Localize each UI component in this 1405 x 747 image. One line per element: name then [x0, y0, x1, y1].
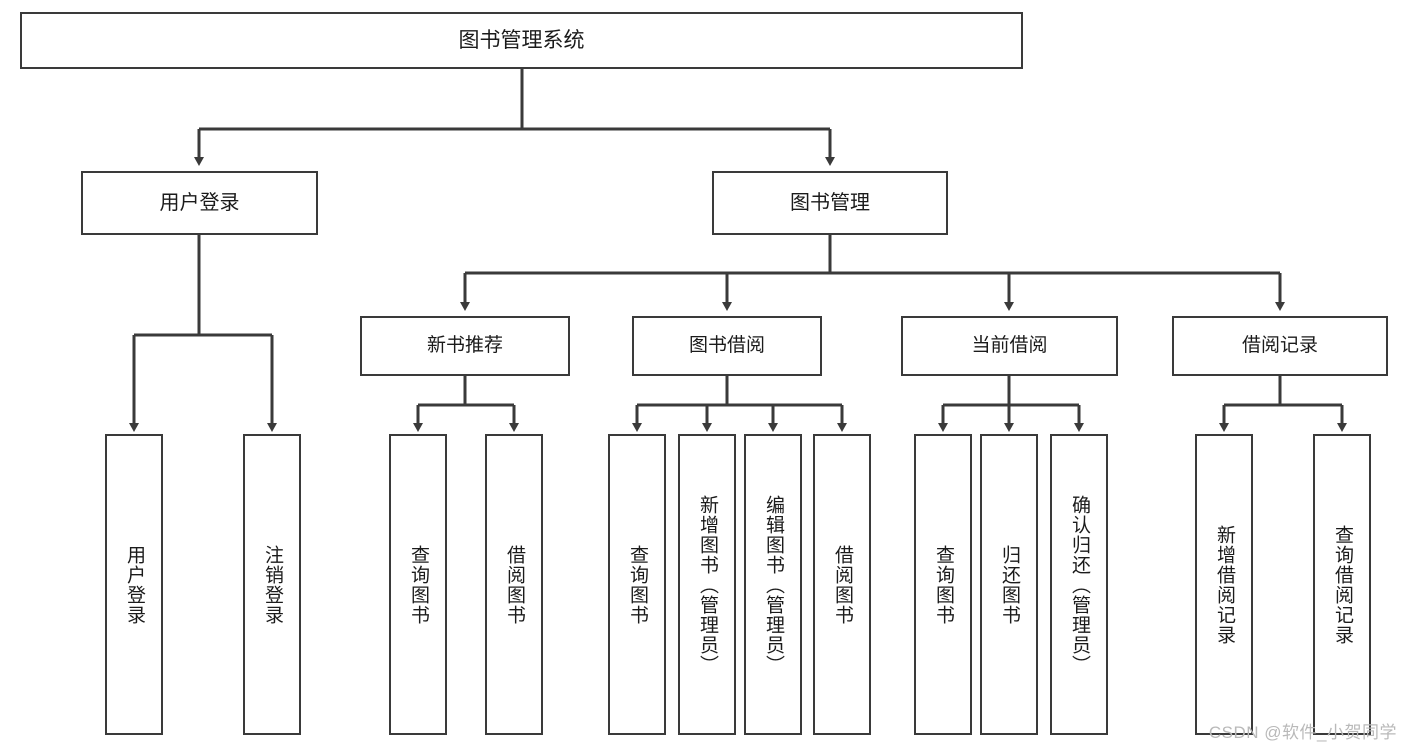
node-current-borrow-label: 当前借阅: [971, 335, 1048, 357]
node-leaf-query-book-1-label: 查询图书: [407, 544, 429, 625]
node-borrow-record-label: 借阅记录: [1241, 335, 1318, 357]
node-leaf-logout[interactable]: 注销登录: [243, 434, 301, 735]
node-leaf-confirm-return[interactable]: 确认归还（管理员）: [1050, 434, 1108, 735]
node-leaf-query-book-2-label: 查询图书: [626, 544, 648, 625]
node-leaf-query-record[interactable]: 查询借阅记录: [1313, 434, 1371, 735]
node-new-book-rec[interactable]: 新书推荐: [360, 316, 570, 376]
node-leaf-user-login-label: 用户登录: [123, 544, 145, 625]
node-book-borrow-label: 图书借阅: [688, 335, 765, 357]
node-leaf-query-book-3[interactable]: 查询图书: [914, 434, 972, 735]
node-leaf-borrow-book-2-label: 借阅图书: [831, 544, 853, 625]
node-leaf-borrow-book-1[interactable]: 借阅图书: [485, 434, 543, 735]
node-borrow-record[interactable]: 借阅记录: [1172, 316, 1388, 376]
node-leaf-edit-book[interactable]: 编辑图书（管理员）: [744, 434, 802, 735]
node-leaf-borrow-book-1-label: 借阅图书: [503, 544, 525, 625]
node-root-label: 图书管理系统: [458, 28, 585, 52]
node-book-manage-label: 图书管理: [790, 191, 870, 214]
node-leaf-return-book-label: 归还图书: [998, 544, 1020, 625]
node-leaf-query-book-1[interactable]: 查询图书: [389, 434, 447, 735]
node-leaf-query-record-label: 查询借阅记录: [1331, 524, 1353, 645]
node-current-borrow[interactable]: 当前借阅: [901, 316, 1118, 376]
watermark: CSDN @软件_小贺同学: [1208, 723, 1397, 742]
node-leaf-borrow-book-2[interactable]: 借阅图书: [813, 434, 871, 735]
node-book-borrow[interactable]: 图书借阅: [632, 316, 822, 376]
node-book-manage[interactable]: 图书管理: [712, 171, 948, 235]
node-leaf-user-login[interactable]: 用户登录: [105, 434, 163, 735]
node-root[interactable]: 图书管理系统: [20, 12, 1023, 69]
node-leaf-confirm-return-label: 确认归还（管理员）: [1068, 494, 1090, 675]
node-leaf-return-book[interactable]: 归还图书: [980, 434, 1038, 735]
node-leaf-add-record-label: 新增借阅记录: [1213, 524, 1235, 645]
node-leaf-query-book-3-label: 查询图书: [932, 544, 954, 625]
node-leaf-query-book-2[interactable]: 查询图书: [608, 434, 666, 735]
node-new-book-rec-label: 新书推荐: [426, 335, 503, 357]
node-leaf-add-book[interactable]: 新增图书（管理员）: [678, 434, 736, 735]
node-leaf-add-book-label: 新增图书（管理员）: [696, 494, 718, 675]
node-leaf-add-record[interactable]: 新增借阅记录: [1195, 434, 1253, 735]
node-leaf-edit-book-label: 编辑图书（管理员）: [762, 494, 784, 675]
node-leaf-logout-label: 注销登录: [261, 544, 283, 625]
node-user-login-label: 用户登录: [159, 191, 240, 214]
node-user-login[interactable]: 用户登录: [81, 171, 318, 235]
